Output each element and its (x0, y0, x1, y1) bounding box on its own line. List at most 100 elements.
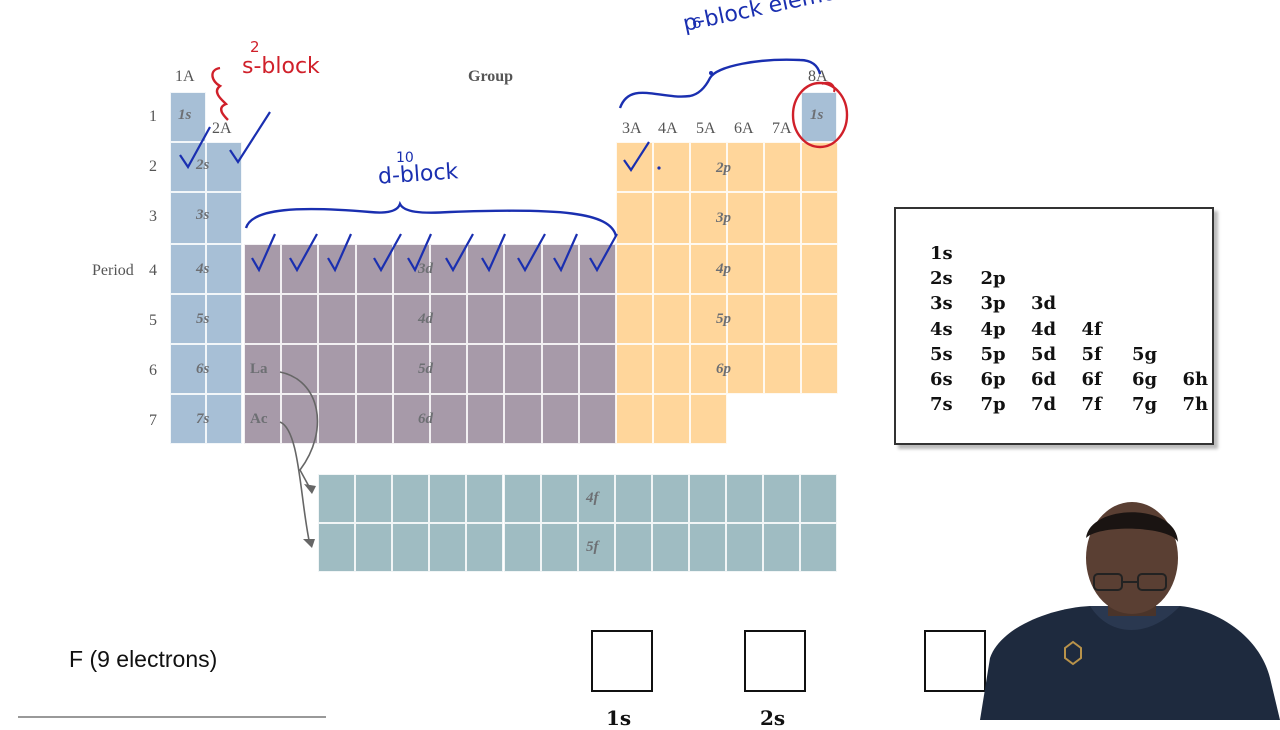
element-label: F (9 electrons) (69, 646, 218, 672)
orbital-label-7s: 7s (196, 411, 210, 427)
helium-circle-tail (821, 81, 836, 93)
orbital-order-item: 5d (1031, 343, 1057, 365)
orbital-label-he-1s: 1s (810, 107, 824, 123)
table-cell (764, 344, 801, 394)
table-cell (170, 344, 206, 394)
orbital-label-4p: 4p (716, 261, 731, 277)
table-cell (170, 92, 206, 142)
table-cell (764, 244, 801, 294)
table-cell (281, 294, 319, 344)
table-cell (392, 394, 430, 444)
pen-dot (657, 166, 661, 170)
table-cell (430, 244, 468, 294)
orbital-label-5d: 5d (418, 361, 433, 377)
presenter-video (980, 502, 1280, 720)
check-icon (289, 233, 318, 273)
table-cell (318, 394, 356, 444)
check-icon (623, 141, 650, 172)
orbital-order-item: 5p (980, 343, 1006, 365)
logo-icon (1064, 640, 1082, 666)
table-cell (578, 344, 616, 394)
table-cell (616, 294, 653, 344)
period-number: 2 (149, 158, 157, 175)
table-cell (690, 142, 727, 192)
period-number: 3 (149, 208, 157, 225)
table-cell (616, 244, 653, 294)
orbital-order-item: 6h (1182, 369, 1209, 390)
table-cell (690, 344, 727, 394)
orbital-label-3d: 3d (418, 261, 433, 277)
table-cell (727, 244, 764, 294)
table-cell (281, 344, 319, 394)
presenter-hair (1086, 512, 1178, 542)
orbital-order-item: 3s (930, 293, 953, 315)
table-cell (355, 394, 393, 444)
table-cell (800, 523, 838, 572)
group-4a-label: 4A (658, 120, 678, 137)
table-cell (206, 344, 242, 394)
table-cell (801, 92, 837, 142)
check-icon (481, 233, 507, 273)
brace-dot (709, 71, 713, 75)
table-cell (801, 192, 838, 244)
orbital-label-3p: 3p (716, 210, 731, 226)
table-cell (430, 344, 468, 394)
orbital-label-4f: 4f (586, 490, 599, 506)
table-cell (541, 294, 579, 344)
orbital-order-item: 2s (930, 268, 953, 290)
table-cell (690, 244, 727, 294)
orbital-label-3s: 3s (196, 207, 210, 223)
group-1a-label: 1A (175, 68, 195, 85)
check-icon (229, 111, 271, 165)
table-cell (801, 142, 838, 192)
table-cell (504, 294, 542, 344)
table-cell (392, 294, 430, 344)
period-number: 6 (149, 362, 157, 379)
table-cell (800, 474, 838, 523)
table-cell (429, 523, 467, 572)
orbital-order-item: 4d (1031, 318, 1057, 340)
lanthanum-label: La (250, 361, 268, 377)
s-block-count: 2 (250, 38, 260, 56)
orbital-order-item: 5f (1081, 343, 1102, 365)
table-cell (392, 523, 430, 572)
table-cell (503, 474, 541, 523)
s-block-brace-icon (211, 66, 229, 121)
p-block-count: 6 (692, 14, 702, 32)
table-cell (206, 142, 242, 192)
period-number: 5 (149, 312, 157, 329)
check-icon (407, 233, 433, 273)
d-block-brace-icon (244, 200, 618, 237)
orbital-order-item: 5g (1132, 343, 1158, 365)
table-cell (616, 142, 653, 192)
actinium-label: Ac (250, 411, 268, 427)
table-cell (318, 523, 356, 572)
orbital-box-1s (591, 630, 653, 692)
orbital-order-item: 4f (1081, 318, 1102, 340)
check-icon (517, 233, 546, 273)
table-cell (206, 244, 242, 294)
orbital-order-item: 7g (1132, 394, 1158, 416)
table-cell (206, 294, 242, 344)
table-cell (430, 394, 468, 444)
table-cell (206, 192, 242, 244)
table-cell (466, 474, 504, 523)
check-icon (445, 233, 474, 273)
table-cell (170, 294, 206, 344)
table-cell (689, 474, 727, 523)
table-cell (355, 294, 393, 344)
period-number: 7 (149, 412, 157, 429)
table-cell (801, 294, 838, 344)
table-cell (578, 394, 616, 444)
table-cell (467, 294, 505, 344)
table-cell (244, 244, 282, 294)
period-header: Period (92, 262, 134, 279)
orbital-box-2s (744, 630, 806, 692)
table-cell (170, 192, 206, 244)
p-block-brace-icon (618, 58, 822, 109)
table-cell (170, 394, 206, 444)
table-cell (244, 394, 282, 444)
table-cell (616, 394, 653, 444)
table-cell (503, 523, 541, 572)
